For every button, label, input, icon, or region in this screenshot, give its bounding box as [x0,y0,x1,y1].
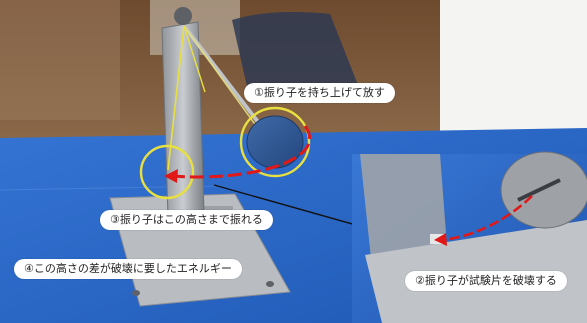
red-curved-arrow-icon [171,125,312,179]
inset-closeup [352,151,587,323]
pendulum-arm-highlight [183,25,263,135]
yellow-circle-icon [239,106,311,178]
background-chair [232,12,360,104]
step2-label: ②振り子が試験片を破壊する [405,271,567,291]
arrowhead [164,169,178,183]
base-bolt [132,290,140,296]
pendulum-disc [246,115,304,169]
inset-column [360,154,448,268]
yellow-circle-icon [139,144,195,200]
inset-hammer-edge [517,178,561,202]
pivot-knob [174,7,192,25]
step1-label: ①振り子を持ち上げて放す [244,83,395,103]
base-bolt [266,281,274,287]
pendulum-column [161,21,205,217]
background-cabinet [0,0,120,120]
arrowhead [434,233,447,246]
inset-pendulum-disc [500,151,587,229]
step4-label: ④この高さの差が破壊に要したエネルギー [14,259,242,279]
step3-label: ③振り子はこの高さまで振れる [100,210,273,230]
pendulum-guide-line [183,25,206,93]
